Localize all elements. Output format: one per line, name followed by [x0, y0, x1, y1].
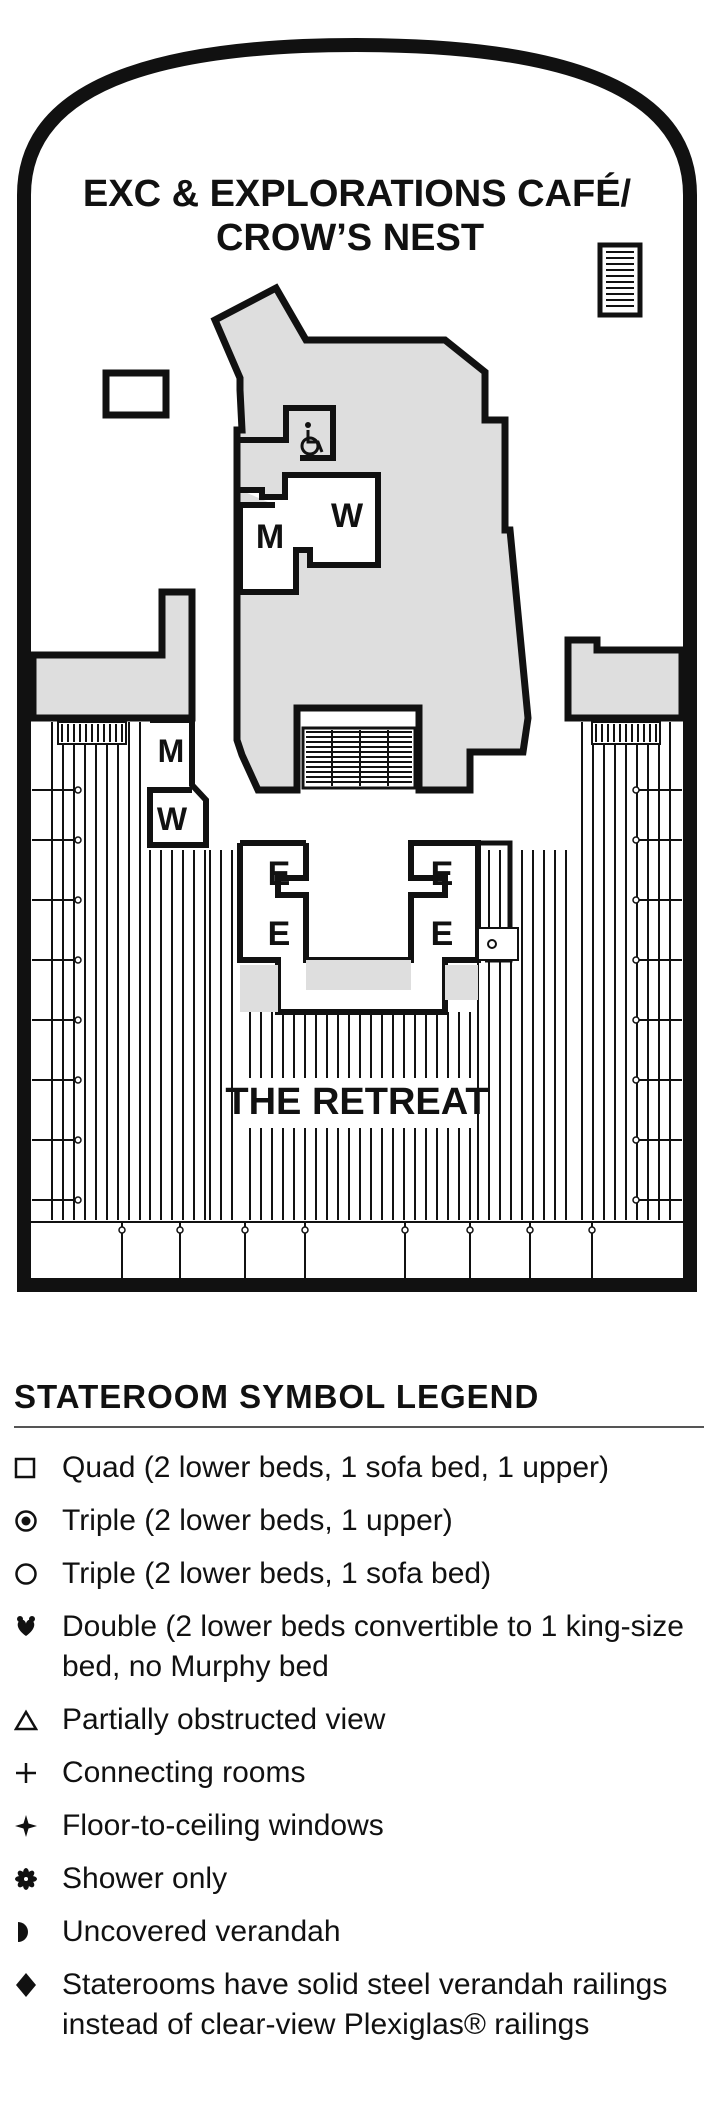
stateroom-wall-lines	[30, 722, 684, 1280]
side-restroom-label-men: M	[158, 733, 185, 769]
connecting-door-dot	[74, 786, 82, 794]
circle-outline-icon	[14, 1554, 62, 1594]
elevator-label-1: E	[268, 855, 291, 893]
legend-item-triple-upper: Triple (2 lower beds, 1 upper)	[14, 1501, 704, 1541]
legend-item-text: Staterooms have solid steel verandah rai…	[62, 1968, 668, 2041]
restroom-men-women	[237, 472, 381, 595]
connecting-door-dot	[632, 1076, 640, 1084]
four-point-star-icon	[14, 1806, 62, 1846]
legend-item-obstructed: Partially obstructed view	[14, 1700, 704, 1740]
retreat-label: THE RETREAT	[225, 1081, 488, 1123]
service-closet	[477, 927, 519, 961]
restroom-label-women: W	[331, 497, 364, 535]
connecting-door-dot	[466, 1226, 474, 1234]
diamond-icon	[14, 1965, 62, 2005]
connecting-door-dot	[632, 786, 640, 794]
legend-item-text: Shower only	[62, 1862, 228, 1895]
legend-title: STATEROOM SYMBOL LEGEND	[14, 1378, 704, 1428]
legend-item-quad: Quad (2 lower beds, 1 sofa bed, 1 upper)	[14, 1448, 704, 1488]
central-stairs	[301, 726, 417, 790]
elevator-grey	[306, 960, 411, 990]
legend-item-text: Floor-to-ceiling windows	[62, 1809, 384, 1842]
connecting-door-dot	[632, 1016, 640, 1024]
connecting-door-dot	[74, 1076, 82, 1084]
elevator-block	[237, 840, 481, 1015]
legend-item-text: Triple (2 lower beds, 1 sofa bed)	[62, 1557, 492, 1590]
connecting-door-dot	[74, 956, 82, 964]
cafe-label-line2: CROW’S NEST	[216, 217, 484, 259]
triangle-outline-icon	[14, 1700, 62, 1740]
port-stairs	[57, 721, 127, 745]
legend-item-text: Triple (2 lower beds, 1 upper)	[62, 1504, 453, 1537]
half-circle-icon	[14, 1912, 62, 1952]
accessible-restroom-icon	[300, 422, 324, 456]
double-bed-icon	[14, 1607, 62, 1647]
plus-icon	[14, 1753, 62, 1793]
connecting-door-dot	[301, 1226, 309, 1234]
legend-item-triple-sofa: Triple (2 lower beds, 1 sofa bed)	[14, 1554, 704, 1594]
connecting-door-dot	[241, 1226, 249, 1234]
service-closet-dot	[487, 939, 497, 949]
legend-item-text: Connecting rooms	[62, 1756, 306, 1789]
connecting-door-dot	[632, 836, 640, 844]
legend-item-double: Double (2 lower beds convertible to 1 ki…	[14, 1607, 704, 1687]
connecting-door-dot	[74, 896, 82, 904]
connecting-door-dot	[401, 1226, 409, 1234]
elevator-icon	[597, 242, 643, 318]
legend-item-shower: Shower only	[14, 1859, 704, 1899]
square-outline-icon	[14, 1448, 62, 1488]
connecting-door-dot	[632, 956, 640, 964]
starboard-stairs	[591, 721, 661, 745]
connecting-door-dot	[118, 1226, 126, 1234]
elevator-label-2: E	[268, 915, 291, 953]
connecting-door-dot	[74, 1196, 82, 1204]
retreat-label-bg	[258, 1078, 458, 1128]
elevator-label-4: E	[431, 915, 454, 953]
connecting-door-dot	[74, 1016, 82, 1024]
connecting-door-dot	[632, 1196, 640, 1204]
legend-item-text: Double (2 lower beds convertible to 1 ki…	[62, 1610, 684, 1683]
legend-item-text: Uncovered verandah	[62, 1915, 341, 1948]
restroom-label-men: M	[256, 518, 284, 556]
upper-left-cabinet	[102, 369, 170, 419]
connecting-door-dot	[632, 896, 640, 904]
side-restroom-men-women	[147, 717, 209, 848]
connecting-door-dot	[74, 1136, 82, 1144]
connecting-door-dot	[588, 1226, 596, 1234]
legend-item-text: Partially obstructed view	[62, 1703, 386, 1736]
connecting-door-dot	[526, 1226, 534, 1234]
cafe-label-line1: EXC & EXPLORATIONS CAFÉ/	[83, 171, 632, 215]
legend-list: Quad (2 lower beds, 1 sofa bed, 1 upper)…	[14, 1448, 704, 2045]
circle-dot-icon	[14, 1501, 62, 1541]
starboard-side-lounge	[564, 636, 686, 722]
legend-item-verandah: Uncovered verandah	[14, 1912, 704, 1952]
legend-item-text: Quad (2 lower beds, 1 sofa bed, 1 upper)	[62, 1451, 610, 1484]
deck-plan: EXC & EXPLORATIONS CAFÉ/ CROW’S NEST THE…	[17, 37, 697, 1292]
side-restroom-label-women: W	[157, 801, 188, 837]
connecting-door-dot	[632, 1136, 640, 1144]
stateroom-symbol-legend: STATEROOM SYMBOL LEGEND Quad (2 lower be…	[14, 1378, 704, 2058]
elevator-label-3: E	[431, 855, 454, 893]
connecting-door-dot	[176, 1226, 184, 1234]
connecting-door-dot	[74, 836, 82, 844]
retreat-grey-band	[240, 965, 478, 1012]
legend-item-windows: Floor-to-ceiling windows	[14, 1806, 704, 1846]
accessible-restroom	[240, 405, 336, 461]
port-side-lounge	[29, 588, 196, 722]
legend-item-steel-railings: Staterooms have solid steel verandah rai…	[14, 1965, 704, 2045]
legend-item-connecting: Connecting rooms	[14, 1753, 704, 1793]
asterisk-icon	[14, 1859, 62, 1899]
